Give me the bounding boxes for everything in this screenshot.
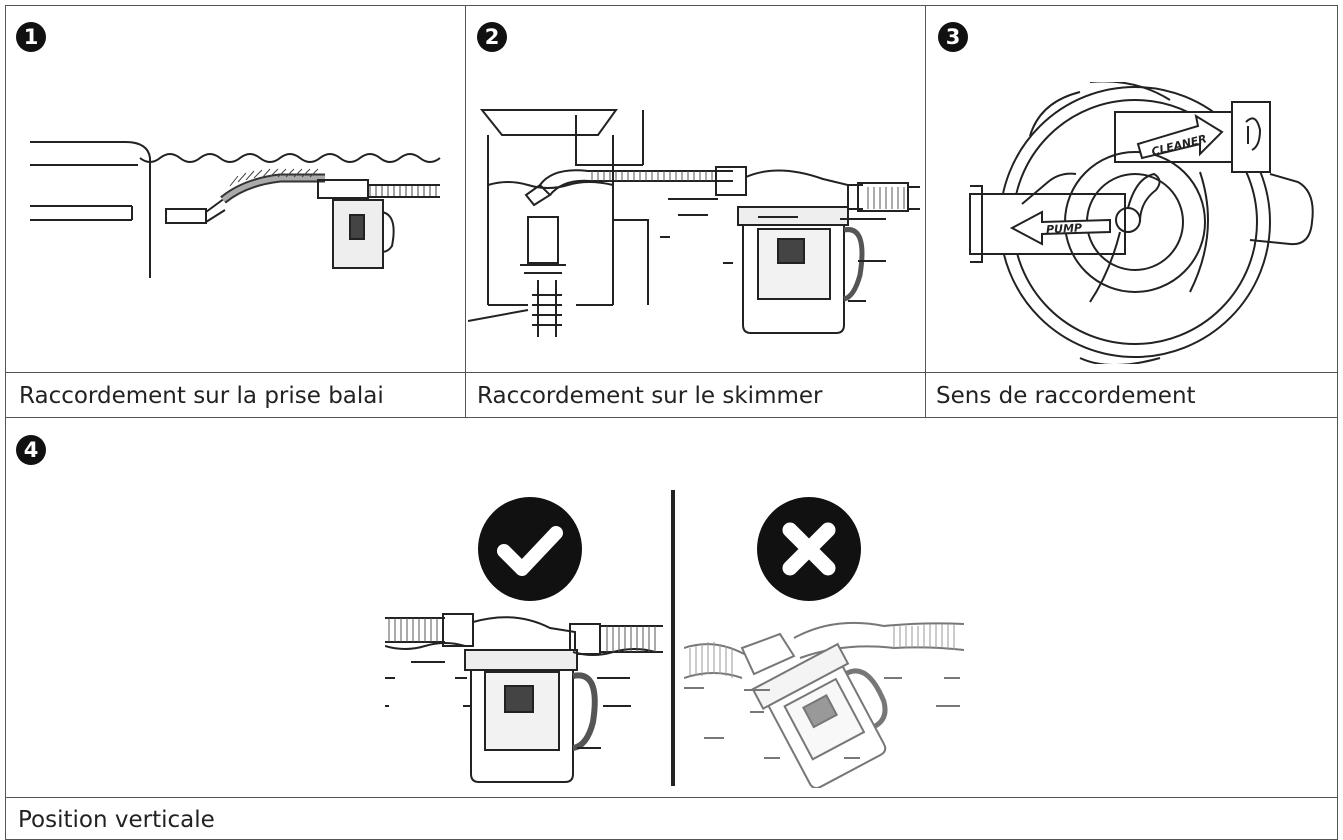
table-divider-col2 [925,5,926,417]
comparison-divider [671,490,675,786]
connection-direction-illustration: CLEANER PUMP [969,82,1314,364]
table-divider-row2 [5,417,1338,418]
table-divider-row3 [5,797,1338,798]
vertical-position-correct-illustration [385,613,663,783]
table-border-right [1337,5,1338,840]
panel-3-caption: Sens de raccordement [936,383,1196,409]
table-border-top [5,5,1338,6]
panel-4-caption: Position verticale [18,807,215,833]
broom-socket-connection-illustration [30,141,441,278]
table-divider-row1 [5,372,1338,373]
incorrect-mark-icon [757,497,861,601]
step-number-badge: 3 [938,22,968,52]
step-number-badge: 4 [16,435,46,465]
pump-arrow-label: PUMP [1046,221,1083,236]
skimmer-connection-illustration [468,109,920,337]
table-border-left [5,5,6,840]
correct-mark-icon [478,497,582,601]
step-number-badge: 2 [477,22,507,52]
table-divider-col1 [465,5,466,417]
panel-1-caption: Raccordement sur la prise balai [19,383,384,409]
tilted-position-incorrect-illustration [684,621,964,788]
step-number-badge: 1 [16,22,46,52]
panel-2-caption: Raccordement sur le skimmer [477,383,823,409]
